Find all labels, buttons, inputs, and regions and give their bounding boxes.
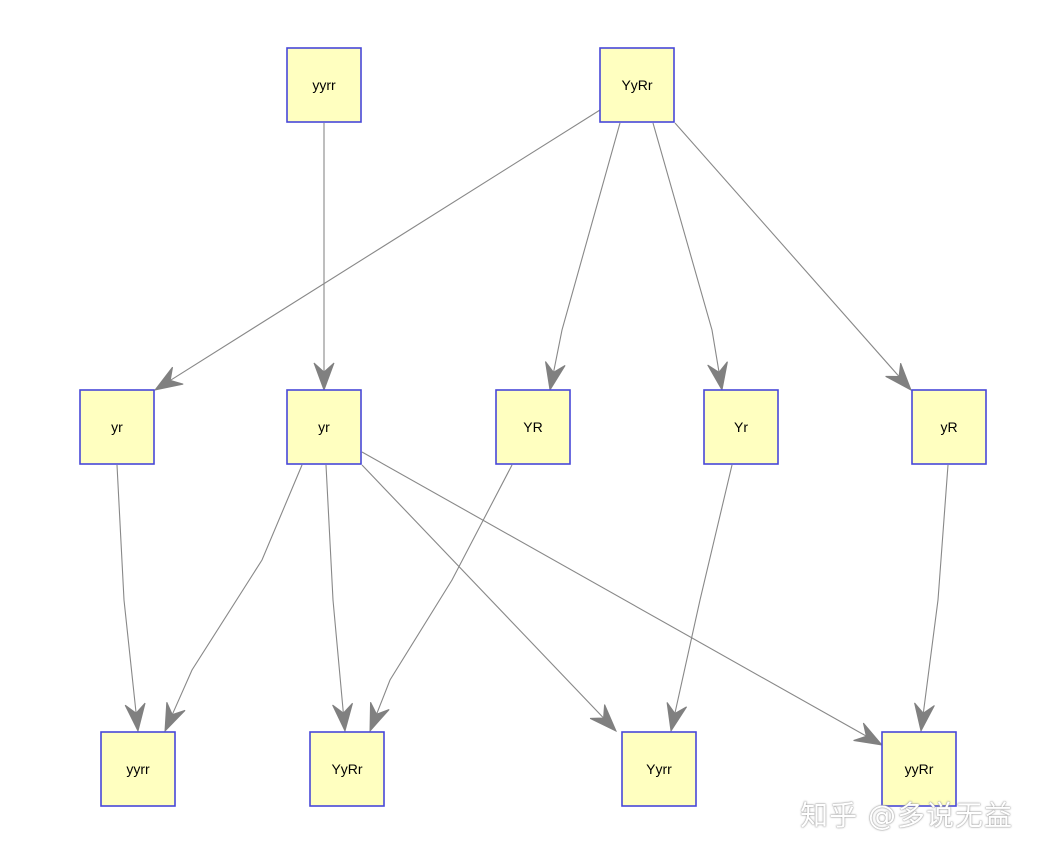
node-box [495,389,571,465]
edge-line [652,122,720,373]
arrowhead-icon [589,704,617,733]
edge-n_top_YyRr-to-n_mid_yR [674,122,912,392]
arrowhead-icon [666,702,688,733]
node-label: YyRr [621,77,652,93]
watermark-text: 知乎 @多说无益 [800,799,1013,832]
edge-n_mid_yr2-to-n_bot_Yyrr [361,464,617,733]
edge-line [674,122,900,377]
edge-n_mid_Yr-to-n_bot_Yyrr [666,464,733,733]
edge-line [171,464,303,715]
edge-line [552,122,621,373]
edge-line [376,464,513,715]
node-n_bot_Yyrr[interactable]: Yyrr [621,731,697,807]
node-n_mid_yr1[interactable]: yr [79,389,155,465]
node-box [286,47,362,123]
node-label: yyrr [312,77,336,93]
node-n_bot_yyrr[interactable]: yyrr [100,731,176,807]
arrowhead-icon [853,722,884,746]
arrowhead-icon [153,366,184,391]
arrowhead-icon [914,702,935,733]
edge-line [169,109,601,381]
arrowhead-icon [544,361,566,392]
edge-n_mid_yR-to-n_bot_yyRr [914,464,949,733]
node-n_top_YyRr[interactable]: YyRr [599,47,675,123]
node-box [911,389,987,465]
arrowhead-icon [124,702,146,733]
node-label: yyrr [126,761,150,777]
arrowhead-icon [164,702,186,733]
node-label: yyRr [905,761,934,777]
arrowhead-icon [332,702,353,733]
edge-n_top_YyRr-to-n_mid_Yr [652,122,728,392]
node-n_mid_Yr[interactable]: Yr [703,389,779,465]
node-n_mid_yr2[interactable]: yr [286,389,362,465]
edge-n_top_yyrr-to-n_mid_yr2 [313,123,335,392]
node-box [881,731,957,807]
node-box [309,731,385,807]
node-label: yr [318,419,330,435]
edge-line [922,464,949,714]
edge-n_mid_yr1-to-n_bot_yyrr [116,464,146,733]
node-label: Yyrr [646,761,672,777]
edge-line [674,464,733,714]
node-label: YR [523,419,542,435]
arrowhead-icon [707,361,728,392]
node-label: Yr [734,419,748,435]
arrowhead-icon [885,362,912,392]
node-n_mid_yR[interactable]: yR [911,389,987,465]
node-box [703,389,779,465]
edge-n_mid_YR-to-n_bot_YyRr [369,464,513,733]
arrowhead-icon [369,701,390,733]
node-box [621,731,697,807]
node-box [599,47,675,123]
edge-n_top_YyRr-to-n_mid_yr1 [153,109,601,391]
node-n_bot_yyRr[interactable]: yyRr [881,731,957,807]
edge-line [116,464,137,714]
arrowhead-icon [313,362,335,392]
node-label: yr [111,419,123,435]
node-label: YyRr [331,761,362,777]
node-n_mid_YR[interactable]: YR [495,389,571,465]
edge-line [361,451,867,737]
edge-n_mid_yr2-to-n_bot_YyRr [325,464,353,733]
node-box [100,731,176,807]
node-n_bot_YyRr[interactable]: YyRr [309,731,385,807]
node-box [286,389,362,465]
node-box [79,389,155,465]
edge-n_mid_yr2-to-n_bot_yyRr [361,451,884,746]
edge-line [325,464,344,714]
node-n_top_yyrr[interactable]: yyrr [286,47,362,123]
node-label: yR [940,419,957,435]
edge-line [361,464,604,719]
edge-n_top_YyRr-to-n_mid_YR [544,122,621,392]
edge-n_mid_yr2-to-n_bot_yyrr [164,464,303,733]
